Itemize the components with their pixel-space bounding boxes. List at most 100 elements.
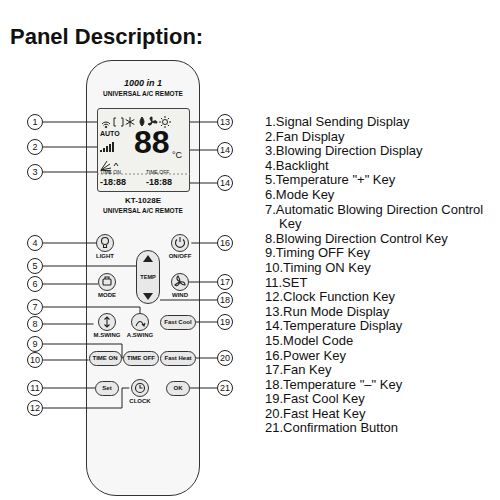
lcd-divider [97, 174, 190, 175]
temp-up-arrow [143, 255, 153, 262]
lcd-text: -18:88 [100, 177, 126, 187]
remote-print: UNIVERSAL A/C REMOTE [103, 207, 183, 215]
description-item: 13.Run Mode Display [265, 305, 490, 320]
leader-line [43, 307, 140, 313]
callout-number: 12 [30, 403, 40, 413]
bracket-icon [114, 118, 123, 126]
round-button: M.SWING [94, 313, 121, 339]
button-face [131, 313, 149, 331]
power-icon [176, 237, 185, 247]
description-item: 9.Timing OFF Key [265, 246, 490, 261]
leader-line [43, 122, 97, 123]
callout-circle: 4 [27, 235, 43, 251]
callout-number: 1 [32, 117, 37, 127]
description-item: 1.Signal Sending Display [265, 115, 490, 130]
lcd-display: AUTO88°CTIME ON-18:88TIME OFF-18:88 [97, 108, 190, 192]
leader-line [43, 243, 96, 244]
oval-button: TIME ON [89, 351, 122, 366]
description-item: 11.SET [265, 276, 490, 291]
callout-number: 19 [220, 317, 230, 327]
leader-line [196, 358, 218, 359]
callout-number: 6 [32, 279, 37, 289]
temp-rocker: TEMP [136, 250, 160, 304]
description-item: 14.Temperature Display [265, 319, 490, 334]
oval-button: Fast Heat [160, 351, 195, 366]
button-label: Set [102, 385, 111, 392]
callout-number: 14 [220, 145, 230, 155]
manual-swing-icon [105, 317, 110, 327]
button-label: M.SWING [94, 332, 121, 339]
button-label: TIME ON [93, 355, 118, 362]
round-button: ON/OFF [169, 234, 192, 260]
leader-line [43, 388, 95, 389]
round-button: A.SWING [127, 313, 153, 339]
description-item: 16.Power Key [265, 349, 490, 364]
callout-circle: 21 [217, 380, 233, 396]
description-item: 4.Backlight [265, 159, 490, 174]
sun-icon [159, 116, 171, 128]
remote-print: KT-1028E [125, 196, 161, 205]
callout-circle: 13 [217, 114, 233, 130]
round-button: WIND [171, 273, 189, 299]
callout-number: 17 [220, 277, 230, 287]
callout-number: 8 [32, 319, 37, 329]
callout-circle: 10 [27, 352, 43, 368]
callout-circle: 14 [217, 175, 233, 191]
sun-icon [163, 120, 168, 125]
button-label: Fast Heat [164, 355, 191, 362]
leader-line [43, 388, 129, 408]
leader-line [43, 324, 94, 325]
snowflake-icon [126, 117, 135, 127]
callout-number: 4 [32, 238, 37, 248]
button-label: CLOCK [129, 398, 150, 405]
leader-line [43, 344, 123, 358]
callout-number: 7 [32, 302, 37, 312]
fan-bar [112, 142, 114, 152]
description-item: 18.Temperature "–" Key [265, 378, 490, 393]
mode-icon [105, 277, 109, 279]
button-label: MODE [98, 292, 116, 299]
fan-icon [148, 117, 157, 125]
lcd-text: -18:88 [146, 177, 172, 187]
callout-circle: 2 [27, 139, 43, 155]
description-item: 12.Clock Function Key [265, 290, 490, 305]
callout-circle: 3 [27, 164, 43, 180]
button-label: Fast Cool [164, 319, 191, 326]
button-face [98, 273, 116, 291]
remote-body: AUTO88°CTIME ON-18:88TIME OFF-18:88LIGHT… [86, 60, 200, 496]
button-label: TIME OFF [127, 355, 155, 362]
clock-icon [136, 384, 145, 393]
callout-number: 16 [220, 238, 230, 248]
callout-circle: 5 [27, 258, 43, 274]
button-face [171, 273, 189, 291]
callout-circle: 6 [27, 276, 43, 292]
fan-bar [106, 146, 108, 152]
bulb-icon [102, 238, 109, 245]
swing-display-icon [114, 163, 118, 166]
remote-print: 1000 in 1 [124, 78, 162, 88]
swing-display-icon [101, 161, 111, 171]
button-label: LIGHT [96, 253, 114, 260]
description-item: 7.Automatic Blowing Direction Control Ke… [265, 203, 490, 232]
callout-circle: 9 [27, 336, 43, 352]
callout-number: 11 [30, 383, 39, 393]
leader-line [190, 122, 217, 123]
description-item: 21.Confirmation Button [265, 421, 490, 436]
fan-bar [109, 144, 111, 152]
description-list: 1.Signal Sending Display2.Fan Display3.B… [265, 115, 490, 436]
oval-button: Fast Cool [160, 315, 195, 330]
leader-line [43, 147, 97, 148]
callout-circle: 19 [217, 314, 233, 330]
callout-number: 3 [32, 167, 37, 177]
button-label: TEMP [140, 274, 155, 280]
callout-circle: 1 [27, 114, 43, 130]
button-face [98, 313, 116, 331]
leader-line [196, 322, 217, 323]
leader-line [43, 172, 97, 173]
callout-circle: 17 [217, 274, 233, 290]
button-face [171, 234, 189, 252]
description-item: 2.Fan Display [265, 130, 490, 145]
